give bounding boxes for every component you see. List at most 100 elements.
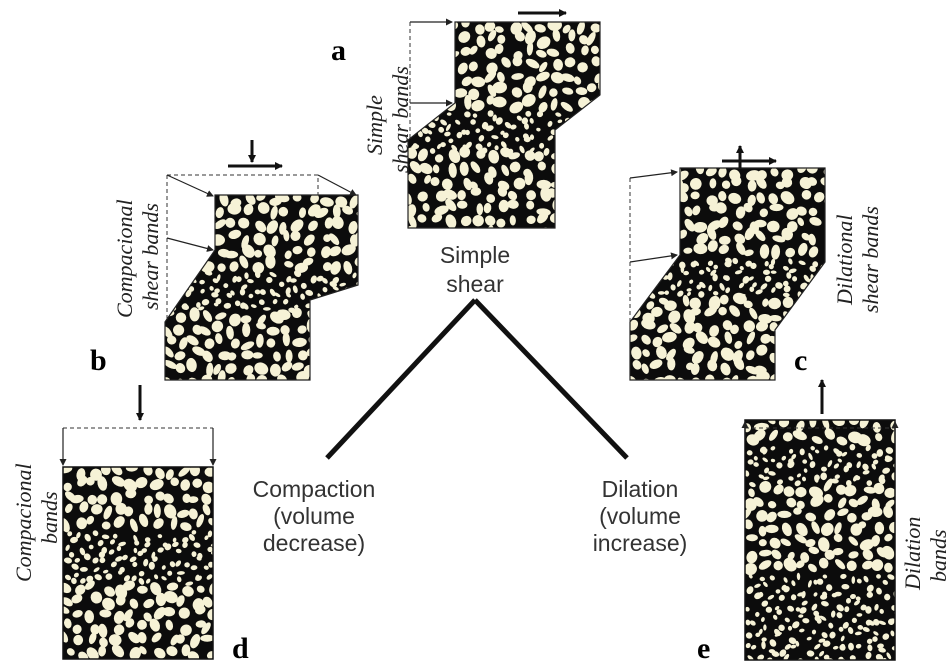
grain (607, 117, 614, 125)
grain (791, 580, 796, 587)
grain (810, 378, 820, 380)
grain (874, 603, 879, 611)
grain (896, 477, 903, 485)
grain (750, 644, 757, 650)
grain (539, 61, 548, 73)
grain (155, 491, 166, 501)
grain (823, 494, 833, 503)
grain (325, 303, 332, 310)
grain (802, 618, 810, 624)
grain (513, 177, 526, 190)
grain (782, 265, 789, 271)
grain (511, 73, 524, 80)
grain (747, 180, 757, 192)
grain (420, 29, 428, 41)
grain (822, 420, 830, 430)
grain (557, 119, 563, 124)
grain (179, 276, 187, 282)
grain (475, 128, 481, 134)
dilation-branch-line (473, 298, 629, 460)
grain (83, 553, 91, 561)
grain (856, 578, 862, 584)
grain (294, 304, 299, 309)
grain (707, 260, 714, 266)
dilation-label-line3: increase) (593, 530, 688, 556)
grain (761, 600, 769, 607)
grain (521, 94, 536, 107)
panel-a: a Simple shear bands (331, 9, 618, 246)
grain (175, 312, 187, 323)
grain (165, 346, 174, 358)
grain (745, 519, 753, 530)
grain (186, 357, 197, 373)
grain (729, 305, 741, 317)
grain (257, 314, 267, 325)
grain (782, 432, 793, 442)
grain (182, 585, 194, 597)
grain (108, 634, 122, 646)
grain (534, 24, 546, 33)
grain (271, 235, 279, 247)
grain (643, 239, 653, 254)
grain (292, 245, 303, 255)
dilation-label-line1: Dilation (602, 476, 679, 502)
grain (214, 573, 221, 579)
grain (718, 168, 727, 178)
grain (746, 331, 756, 345)
grain (184, 562, 190, 568)
grain (78, 651, 89, 659)
grain (890, 618, 895, 623)
grain (364, 278, 372, 285)
grain (734, 340, 743, 349)
grain (673, 190, 680, 205)
grain (63, 518, 70, 533)
grain (365, 275, 372, 282)
grain (536, 71, 550, 82)
grain (148, 561, 155, 570)
grain (770, 446, 776, 451)
grain (846, 560, 857, 571)
grain (430, 177, 440, 186)
grain (191, 551, 197, 557)
grain (71, 594, 83, 604)
grain (191, 230, 201, 242)
grain (537, 211, 549, 224)
grain (599, 120, 608, 129)
grain (783, 486, 795, 497)
grain (226, 325, 234, 340)
grain (637, 263, 644, 270)
grain (848, 551, 859, 559)
grain (331, 339, 345, 349)
grain (736, 242, 746, 255)
grain (708, 284, 713, 292)
grain (99, 609, 112, 618)
grain (76, 532, 81, 539)
grain (571, 142, 576, 147)
grain (786, 497, 797, 508)
grain (113, 610, 125, 624)
grain (289, 278, 297, 283)
grain (630, 195, 643, 203)
grain (72, 624, 82, 634)
grain (750, 262, 757, 270)
grain (811, 629, 817, 635)
grain (882, 633, 890, 640)
grain (788, 637, 797, 645)
grain (644, 237, 654, 244)
grain (586, 204, 597, 216)
grain (752, 282, 757, 288)
grain (683, 270, 689, 276)
grain (97, 539, 104, 547)
grain (310, 195, 319, 204)
grain (884, 533, 893, 542)
panel-b-label-line2: shear bands (138, 203, 163, 310)
grain (90, 624, 100, 635)
grain (601, 228, 618, 246)
grain (862, 549, 874, 560)
grain (790, 644, 797, 649)
grain (86, 647, 99, 659)
grain (461, 76, 473, 87)
grain (796, 572, 801, 581)
grain (290, 219, 304, 233)
grain (356, 305, 358, 311)
